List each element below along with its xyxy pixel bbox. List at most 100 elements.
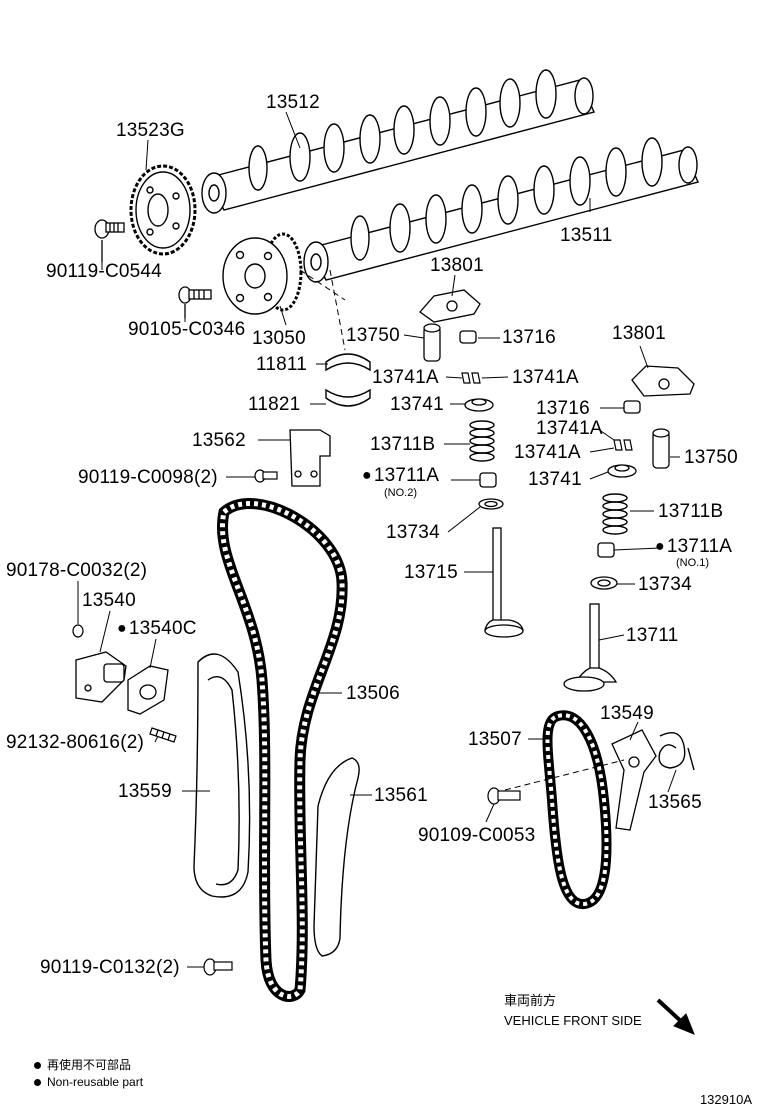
part-label-13741A-3[interactable]: 13741A [536, 418, 603, 439]
seal-13711A-right [597, 542, 615, 558]
part-label-13716-left[interactable]: 13716 [502, 327, 556, 348]
figure-number: 132910A [699, 1092, 752, 1107]
oil-pump-chain-13507 [542, 710, 612, 909]
bearing-11811 [325, 353, 371, 372]
retainer-13741-left [464, 398, 494, 412]
part-label-13511[interactable]: 13511 [560, 225, 613, 246]
sublabel-no2: (NO.2) [384, 487, 417, 499]
keepers-13741A-right [613, 439, 633, 451]
part-label-13801-right[interactable]: 13801 [612, 323, 666, 344]
part-label-92132-80616[interactable]: 92132-80616(2) [6, 732, 145, 753]
legend-en-text: Non-reusable part [47, 1075, 144, 1089]
part-label-13507[interactable]: 13507 [468, 729, 522, 750]
camshaft-13512 [201, 69, 595, 214]
bolt-90119-C0098 [254, 469, 278, 483]
rocker-13801-left [419, 289, 481, 323]
front-direction-arrow [656, 998, 695, 1035]
part-label-13523G[interactable]: 13523G [116, 120, 185, 141]
part-label-90119-C0098[interactable]: 90119-C0098(2) [78, 467, 218, 488]
damper-dash [504, 759, 625, 791]
part-label-90119-C0132[interactable]: 90119-C0132(2) [40, 957, 180, 978]
part-label-13512[interactable]: 13512 [266, 92, 320, 113]
chain-13506-links [220, 501, 345, 999]
valve-13715 [484, 527, 524, 638]
retainer-13741-right [607, 464, 637, 478]
part-label-13741A-4[interactable]: 13741A [514, 442, 581, 463]
legend-jp: 再使用不可部品 [34, 1059, 131, 1071]
bolt-90178-C0032 [72, 624, 84, 638]
part-label-13711[interactable]: 13711 [626, 625, 679, 646]
valve-13711 [563, 603, 618, 692]
part-label-13801-left[interactable]: 13801 [430, 255, 484, 276]
tensioner-13540 [75, 651, 127, 703]
direction-label-jp: 車両前方 [504, 993, 557, 1008]
part-label-13561[interactable]: 13561 [374, 785, 428, 806]
part-label-90105-C0346[interactable]: 90105-C0346 [128, 319, 246, 340]
part-label-90178-C0032[interactable]: 90178-C0032(2) [6, 560, 148, 581]
bolt-90105-C0346 [178, 286, 212, 318]
rocker-13801-right [631, 365, 695, 397]
chain-guide-13559 [193, 653, 251, 898]
part-label-11811[interactable]: 11811 [256, 354, 308, 375]
part-label-13540C[interactable]: 13540C [117, 619, 197, 638]
camshaft-13511 [303, 137, 699, 283]
sublabel-no1: (NO.1) [676, 557, 709, 569]
part-label-13559[interactable]: 13559 [118, 781, 172, 802]
vvt-gear-13050 [222, 232, 303, 315]
part-label-13741A-1[interactable]: 13741A [372, 367, 439, 388]
legend-en: Non-reusable part [34, 1076, 143, 1088]
bolt-90119-C0544 [94, 219, 125, 262]
part-label-13734-left[interactable]: 13734 [386, 522, 440, 543]
cap-13716-left [459, 330, 477, 344]
bearing-11821 [325, 388, 371, 407]
part-label-13741A-2[interactable]: 13741A [512, 367, 579, 388]
chain-cover-13562 [289, 429, 331, 487]
spring-13711B-right [602, 493, 628, 535]
part-label-13562[interactable]: 13562 [192, 430, 246, 451]
chain-guide-13561 [313, 757, 360, 957]
part-label-13750-left[interactable]: 13750 [346, 325, 400, 346]
part-label-13711A-no1[interactable]: 13711A [655, 537, 732, 556]
gasket-13540C [127, 665, 169, 715]
spring-13565 [658, 732, 695, 771]
part-label-13711B-right[interactable]: 13711B [658, 501, 724, 522]
direction-label-en: VEHICLE FRONT SIDE [504, 1013, 642, 1028]
part-label-13540[interactable]: 13540 [82, 590, 136, 611]
part-label-13711A-no2[interactable]: 13711A [362, 466, 439, 485]
part-label-13549[interactable]: 13549 [600, 703, 654, 724]
cap-13716-right [623, 400, 641, 414]
legend-dot-icon [34, 1079, 41, 1086]
legend-dot-icon [34, 1062, 41, 1069]
part-label-13711B-left[interactable]: 13711B [370, 434, 436, 455]
stud-92132-80616 [149, 727, 177, 743]
damper-13549 [611, 729, 657, 831]
part-label-13050[interactable]: 13050 [252, 328, 306, 349]
alignment-dashes [299, 269, 346, 351]
legend-jp-text: 再使用不可部品 [47, 1058, 132, 1072]
washer-13734-right [590, 576, 618, 590]
part-label-13506[interactable]: 13506 [346, 683, 400, 704]
part-label-13734-right[interactable]: 13734 [638, 574, 692, 595]
cam-lobes-upper [248, 69, 557, 191]
part-label-11821[interactable]: 11821 [248, 394, 301, 415]
part-label-90109-C0053[interactable]: 90109-C0053 [418, 825, 536, 846]
seal-13711A-left [479, 472, 497, 488]
spring-13711B-left [469, 420, 495, 462]
cam-lobes-lower [350, 137, 663, 261]
part-label-13716-right[interactable]: 13716 [536, 398, 590, 419]
part-label-13750-right[interactable]: 13750 [684, 447, 738, 468]
lash-adjuster-13750-right [652, 428, 670, 469]
part-label-90119-C0544[interactable]: 90119-C0544 [46, 261, 162, 282]
chain-13507-links [545, 713, 609, 906]
washer-13734-left [478, 498, 504, 510]
part-label-13741-left[interactable]: 13741 [390, 394, 444, 415]
part-label-13565[interactable]: 13565 [648, 792, 702, 813]
lash-adjuster-13750-left [423, 323, 441, 362]
keepers-13741A-left [461, 372, 481, 384]
sprocket-13523G [129, 164, 197, 256]
part-label-13741-right[interactable]: 13741 [528, 469, 582, 490]
leader-lines [77, 111, 680, 968]
part-label-13715[interactable]: 13715 [404, 562, 458, 583]
